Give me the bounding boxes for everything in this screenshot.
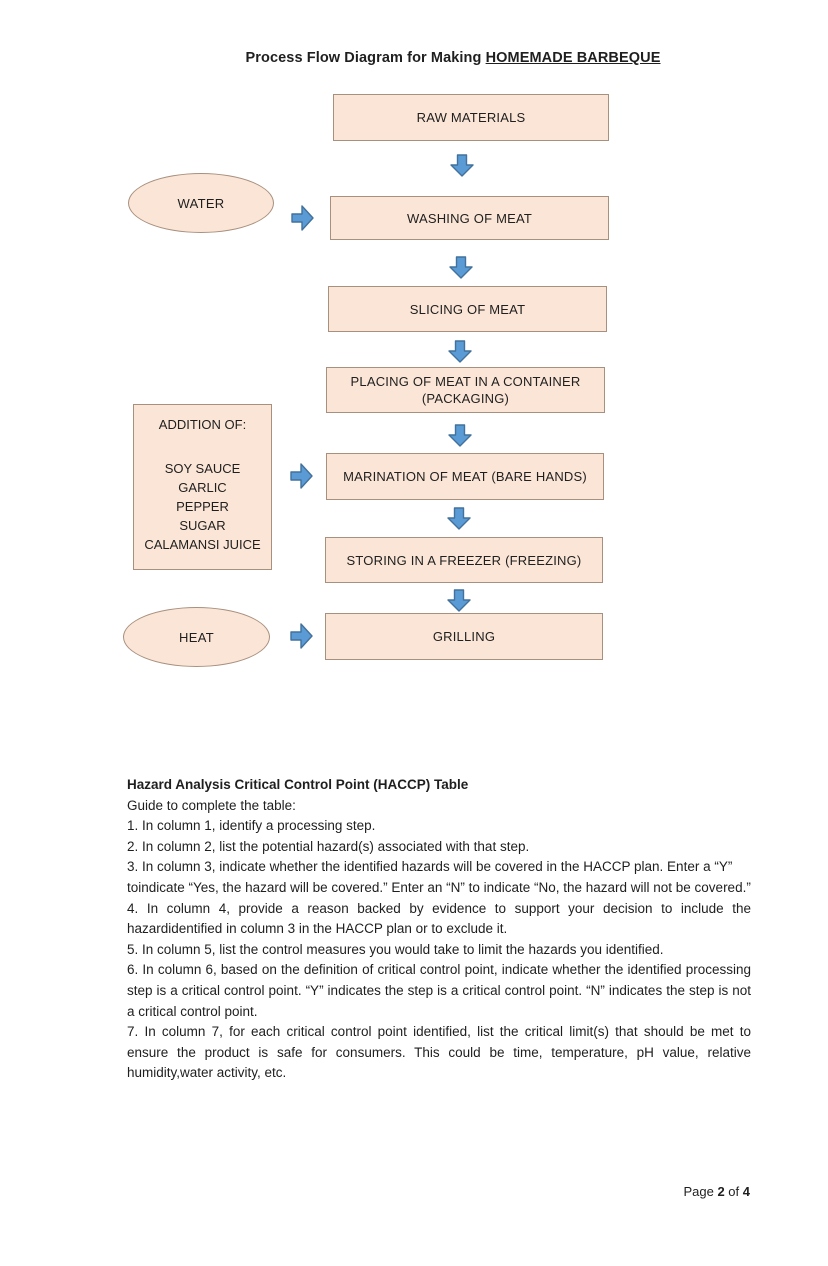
down-arrow-icon — [450, 154, 474, 177]
guide-item-4: 4. In column 4, provide a reason backed … — [127, 900, 751, 937]
addition-item: PEPPER — [176, 499, 229, 514]
down-arrow-icon — [447, 507, 471, 530]
footer-word-page: Page — [683, 1184, 714, 1199]
flow-step-slicing: SLICING OF MEAT — [328, 286, 607, 332]
addition-item: SOY SAUCE — [164, 461, 241, 476]
flow-step-label: PLACING OF MEAT IN A CONTAINER — [350, 374, 581, 389]
flow-step-label: SLICING OF MEAT — [409, 301, 526, 317]
footer-page-number: 2 — [717, 1184, 725, 1199]
haccp-guide-intro: Guide to complete the table: — [127, 797, 296, 813]
footer-total-pages: 4 — [742, 1184, 750, 1199]
flow-input-label: HEAT — [179, 629, 214, 645]
flow-step-grilling: GRILLING — [325, 613, 603, 660]
flow-input-water: WATER — [128, 173, 274, 233]
flow-step-label: MARINATION OF MEAT (BARE HANDS) — [343, 469, 587, 484]
addition-items: SOY SAUCE GARLIC PEPPER SUGAR CALAMANSI … — [134, 459, 271, 554]
haccp-guide-section: Hazard Analysis Critical Control Point (… — [127, 775, 751, 1084]
right-arrow-icon — [290, 623, 313, 649]
guide-item-1: 1. In column 1, identify a processing st… — [127, 818, 376, 834]
page-title-emphasis: HOMEMADE BARBEQUE — [485, 50, 661, 66]
guide-item-7: 7. In column 7, for each critical contro… — [127, 1024, 751, 1081]
flow-step-storing: STORING IN A FREEZER (FREEZING) — [325, 537, 603, 583]
down-arrow-icon — [447, 589, 471, 612]
flow-step-placing: PLACING OF MEAT IN A CONTAINER (PACKAGIN… — [326, 367, 605, 413]
right-arrow-icon — [291, 205, 314, 231]
flow-step-washing: WASHING OF MEAT — [330, 196, 609, 240]
flow-step-label: GRILLING — [432, 629, 496, 644]
page-title-prefix: Process Flow Diagram for Making — [245, 50, 486, 66]
down-arrow-icon — [448, 424, 472, 447]
footer-word-of: of — [728, 1184, 740, 1199]
flow-step-label: WASHING OF MEAT — [406, 210, 533, 226]
guide-item-3: 3. In column 3, indicate whether the ide… — [127, 859, 751, 895]
addition-heading: ADDITION OF: — [158, 417, 247, 432]
flow-input-heat: HEAT — [123, 607, 270, 667]
flow-step-label-line2: (PACKAGING) — [421, 391, 510, 406]
flow-step-label: RAW MATERIALS — [416, 110, 526, 125]
flow-input-addition: ADDITION OF: SOY SAUCE GARLIC PEPPER SUG… — [133, 404, 272, 570]
addition-item: SUGAR — [179, 518, 226, 533]
guide-item-2: 2. In column 2, list the potential hazar… — [127, 838, 530, 854]
flow-step-label: STORING IN A FREEZER (FREEZING) — [346, 552, 582, 568]
page-footer: Page 2 of 4 — [127, 1184, 750, 1199]
guide-item-5: 5. In column 5, list the control measure… — [127, 941, 664, 957]
flow-step-raw-materials: RAW MATERIALS — [333, 94, 609, 141]
flow-input-label: WATER — [177, 195, 225, 211]
right-arrow-icon — [290, 463, 313, 489]
addition-item: CALAMANSI JUICE — [144, 537, 261, 552]
page-title: Process Flow Diagram for Making HOMEMADE… — [246, 50, 661, 66]
down-arrow-icon — [449, 256, 473, 279]
addition-item: GARLIC — [178, 480, 227, 495]
down-arrow-icon — [448, 340, 472, 363]
haccp-guide-heading: Hazard Analysis Critical Control Point (… — [127, 777, 469, 792]
flow-step-marination: MARINATION OF MEAT (BARE HANDS) — [326, 453, 604, 500]
guide-item-6: 6. In column 6, based on the definition … — [127, 962, 751, 1019]
